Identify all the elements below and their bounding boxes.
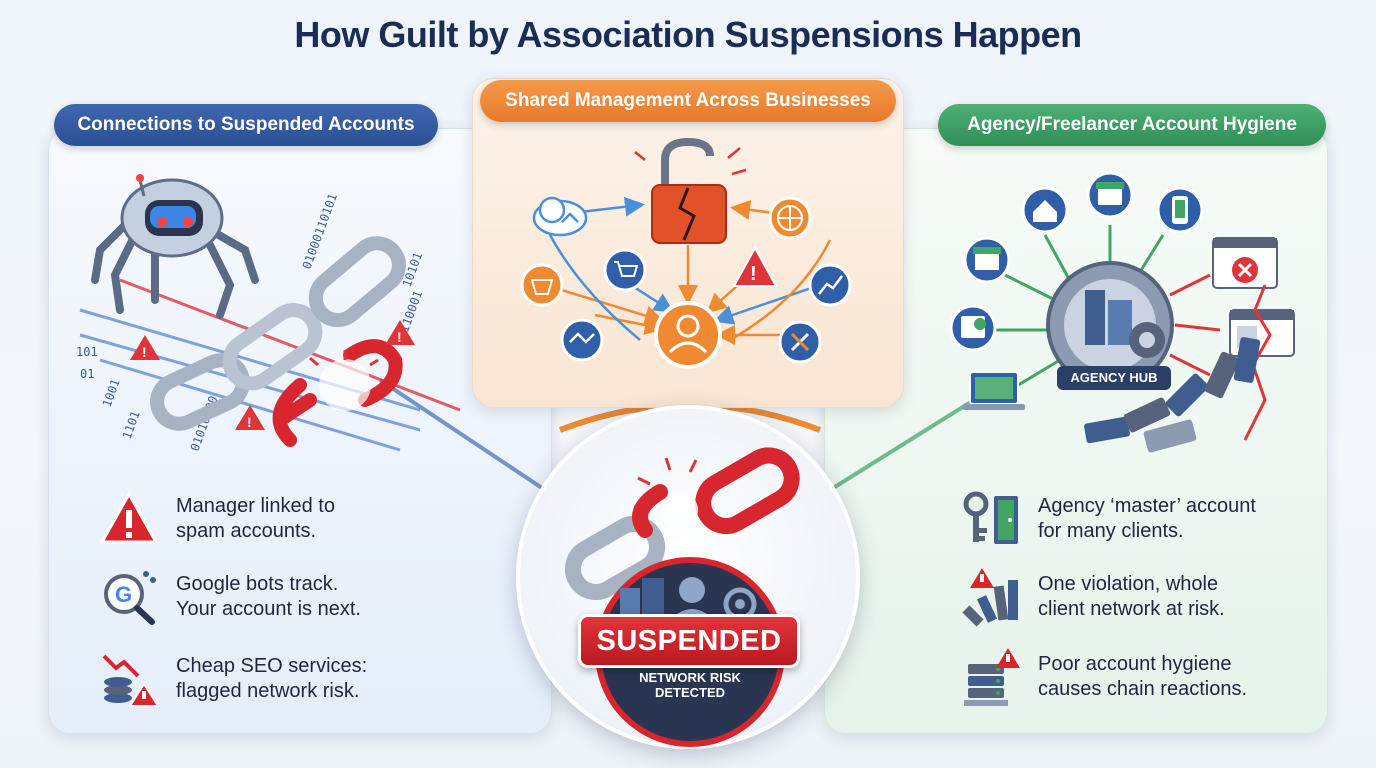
right-panel <box>824 128 1328 734</box>
storefront-icon <box>1086 171 1134 219</box>
svg-text:!: ! <box>247 414 252 430</box>
handshake-icon <box>560 318 604 362</box>
document-check-icon <box>949 304 997 352</box>
growth-chart-icon <box>808 263 852 307</box>
svg-text:G: G <box>115 582 132 607</box>
binary-text-8: 101 <box>76 345 98 359</box>
key-door-icon <box>963 491 1018 544</box>
cloud-icon <box>532 196 588 237</box>
binary-text-1: 01000110101 <box>300 192 340 271</box>
left-item-2: G Google bots track. Your account is nex… <box>98 566 456 628</box>
right-item-3: Poor account hygiene causes chain reacti… <box>960 646 1318 708</box>
left-section-heading: Connections to Suspended Accounts <box>54 104 438 146</box>
right-section-heading: Agency/Freelancer Account Hygiene <box>938 104 1326 146</box>
shopping-cart-icon <box>603 248 647 292</box>
agency-hub-illustration <box>949 171 1295 453</box>
mobile-icon <box>1156 186 1204 234</box>
right-item-1-text: Agency ‘master’ account for many clients… <box>1038 495 1256 542</box>
laptop-icon <box>963 371 1025 410</box>
right-item-1: Agency ‘master’ account for many clients… <box>960 488 1318 550</box>
broken-padlock-icon <box>634 137 747 244</box>
svg-text:!: ! <box>750 263 757 285</box>
agency-hub-label: AGENCY HUB <box>1057 366 1171 390</box>
falling-dominoes-icon <box>1084 337 1261 453</box>
globe-icon <box>768 196 812 240</box>
binary-text-7: 01 <box>80 367 94 381</box>
browser-error-icon <box>1212 237 1278 289</box>
left-item-2-text: Google bots track. Your account is next. <box>176 573 361 620</box>
shared-management-network: ! <box>520 137 852 369</box>
robot-spider-icon <box>91 174 259 319</box>
right-item-3-text: Poor account hygiene causes chain reacti… <box>1038 653 1248 700</box>
basket-icon <box>520 263 564 307</box>
shop-icon <box>963 236 1011 284</box>
home-icon <box>1021 186 1069 234</box>
binary-text-6: 1001 <box>100 377 123 409</box>
left-item-3-text: Cheap SEO services: flagged network risk… <box>176 655 368 702</box>
svg-text:!: ! <box>142 344 147 360</box>
wrench-icon <box>778 320 822 364</box>
right-item-2: One violation, whole client network at r… <box>960 566 1318 628</box>
user-icon <box>654 301 722 369</box>
svg-text:!: ! <box>397 329 402 345</box>
gear-hub-icon <box>1046 261 1174 389</box>
binary-text-4: 1101 <box>120 409 143 441</box>
suspended-label: SUSPENDED <box>578 614 800 668</box>
left-item-3: Cheap SEO services: flagged network risk… <box>98 648 456 710</box>
coins-decline-icon <box>102 654 160 707</box>
left-item-1: Manager linked to spam accounts. <box>98 488 456 550</box>
network-risk-label: NETWORK RISK DETECTED <box>639 670 741 700</box>
page-title: How Guilt by Association Suspensions Hap… <box>294 14 1082 55</box>
left-item-1-text: Manager linked to spam accounts. <box>176 495 335 542</box>
warning-small-icon: ! ! ! <box>130 320 415 430</box>
warning-triangle-icon <box>99 490 159 544</box>
google-magnifier-icon: G <box>104 571 156 625</box>
warning-icon: ! <box>732 245 778 287</box>
chain-icon <box>150 236 406 431</box>
middle-section-heading: Shared Management Across Businesses <box>480 80 896 122</box>
center-broken-chain-icon <box>564 447 800 600</box>
server-warning-icon <box>964 648 1020 706</box>
broken-link-icon <box>272 339 403 447</box>
right-item-2-text: One violation, whole client network at r… <box>1038 573 1225 620</box>
dominoes-warning-icon <box>962 568 1018 627</box>
robot-chain-illustration: 01000110101 10101 0110001 1101 01010100 … <box>76 174 461 453</box>
